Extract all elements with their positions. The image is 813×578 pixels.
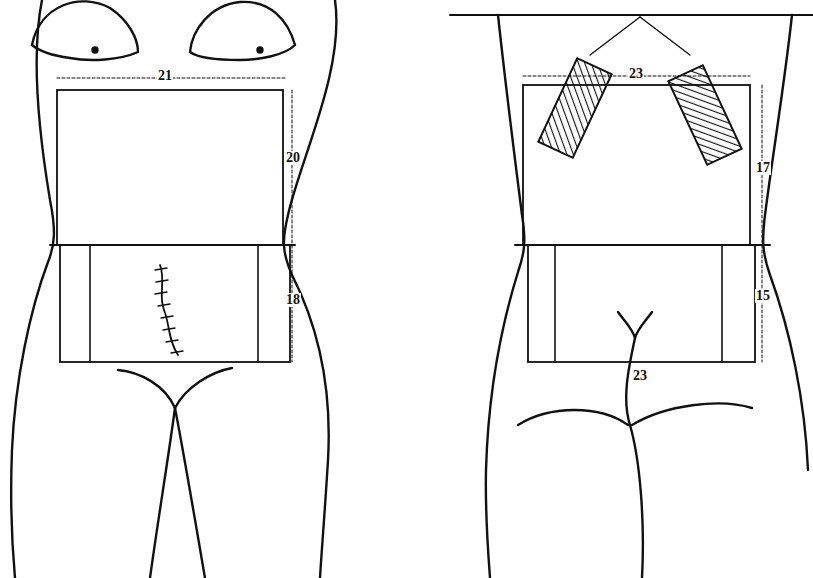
buttock-line bbox=[632, 403, 752, 425]
breast-outline bbox=[190, 2, 295, 60]
radiation-field bbox=[528, 245, 755, 362]
shield-hanger bbox=[590, 17, 640, 55]
buttock-line bbox=[518, 410, 628, 425]
surgical-scar bbox=[160, 265, 178, 355]
field-block-line bbox=[721, 245, 723, 362]
inner-thigh bbox=[150, 408, 175, 578]
dimension-label: 17 bbox=[755, 161, 771, 175]
field-block-line bbox=[257, 245, 259, 362]
scar-stitches bbox=[155, 268, 183, 353]
body-outline bbox=[486, 15, 525, 578]
field-junction bbox=[50, 244, 295, 246]
dimension-label: 20 bbox=[285, 151, 301, 165]
field-junction bbox=[515, 244, 770, 246]
dimension-line bbox=[762, 85, 763, 362]
kidney-shield bbox=[538, 58, 611, 157]
dimension-label: 21 bbox=[157, 69, 173, 83]
body-outline bbox=[11, 0, 54, 578]
body-outline bbox=[284, 0, 337, 578]
groin-line bbox=[118, 370, 175, 408]
field-block-line bbox=[554, 245, 556, 362]
radiation-field bbox=[57, 90, 283, 245]
nipple bbox=[93, 48, 98, 53]
dimension-label: 23 bbox=[628, 67, 644, 81]
inner-thigh bbox=[175, 408, 205, 578]
nipple bbox=[258, 48, 263, 53]
top-line bbox=[450, 14, 813, 16]
dimension-label: 15 bbox=[755, 289, 771, 303]
shield-hanger bbox=[640, 17, 690, 55]
dimension-label: 23 bbox=[632, 369, 648, 383]
dimension-line bbox=[292, 90, 293, 362]
dimension-label: 18 bbox=[285, 293, 301, 307]
kidney-shield bbox=[668, 65, 741, 164]
groin-line bbox=[175, 368, 232, 408]
sacral-line bbox=[635, 312, 652, 338]
body-outline bbox=[763, 15, 808, 470]
field-block-line bbox=[89, 245, 91, 362]
breast-outline bbox=[32, 1, 138, 60]
sacral-line bbox=[618, 312, 635, 338]
radiation-field bbox=[60, 245, 290, 362]
